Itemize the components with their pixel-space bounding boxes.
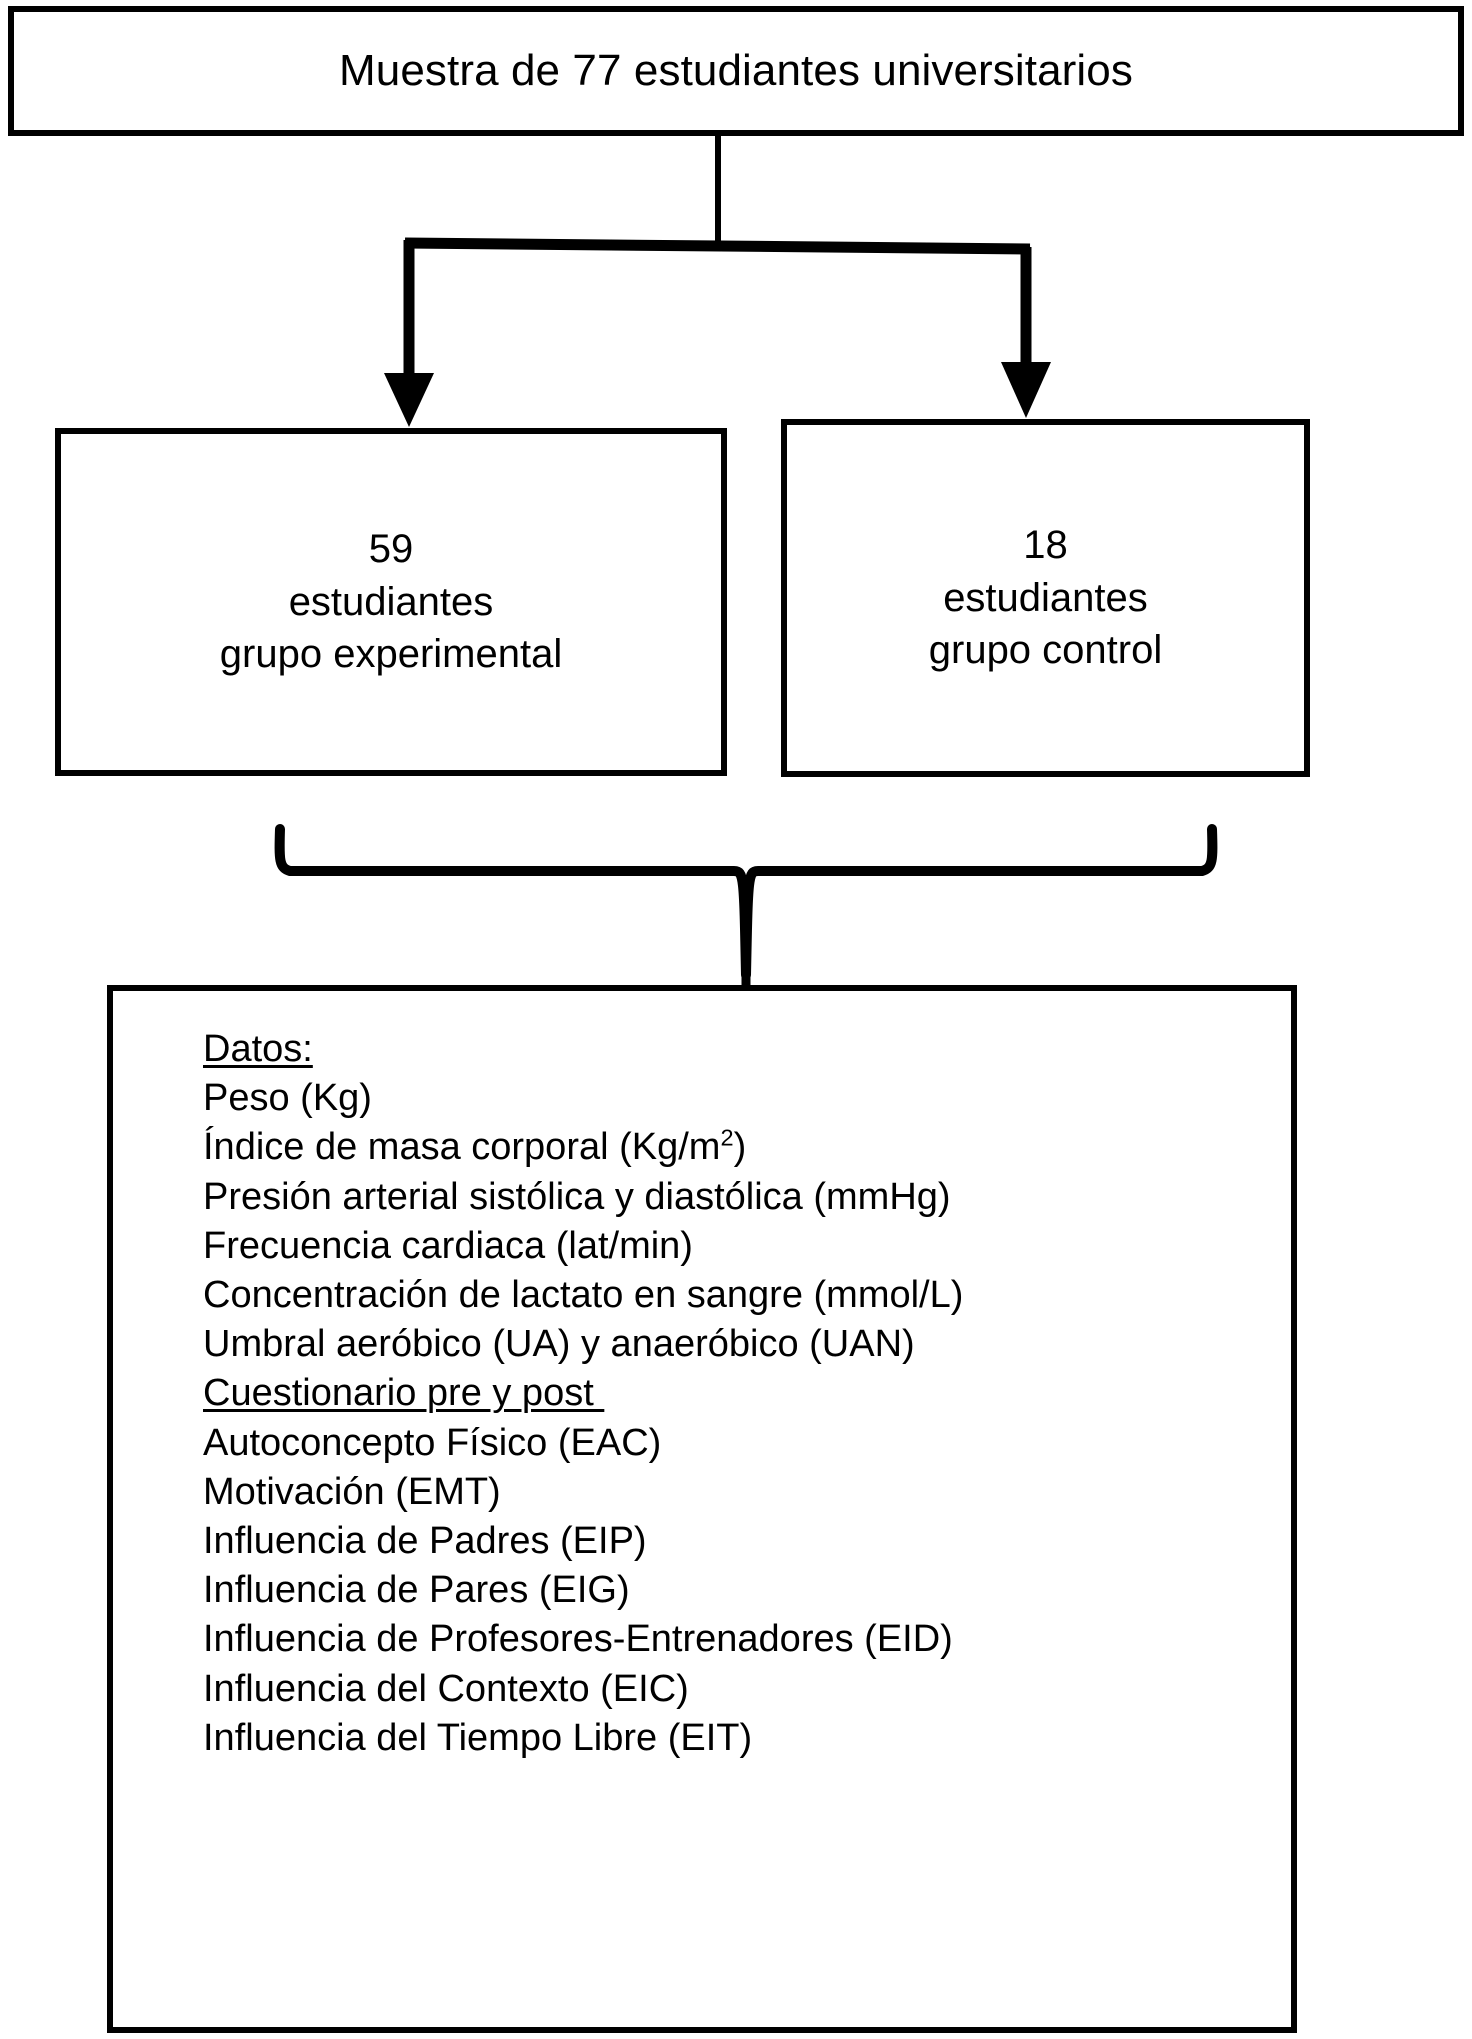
node-sample-box: Muestra de 77 estudiantes universitarios <box>8 6 1464 136</box>
data-line: Datos: <box>203 1028 313 1070</box>
connector-split-bar <box>404 237 1031 255</box>
node-control-group-label: 18 estudiantes grupo control <box>928 522 1163 673</box>
data-line: Cuestionario pre y post <box>203 1372 605 1415</box>
data-line: Autoconcepto Físico (EAC) <box>203 1421 662 1464</box>
connector-curly-brace <box>274 824 1218 980</box>
data-line: Motivación (EMT) <box>203 1470 501 1513</box>
data-line: Umbral aeróbico (UA) y anaeróbico (UAN) <box>203 1323 915 1366</box>
arrowhead-to-control <box>1001 362 1051 418</box>
data-line: Influencia de Profesores-Entrenadores (E… <box>203 1618 953 1661</box>
data-line: Frecuencia cardiaca (lat/min) <box>203 1224 693 1267</box>
node-experimental-group-box: 59 estudiantes grupo experimental <box>55 428 727 776</box>
node-data-box: Datos: Peso (Kg)Índice de masa corporal (… <box>107 985 1297 2033</box>
data-line: Índice de masa corporal (Kg/m2) <box>203 1124 747 1169</box>
data-line: Influencia de Padres (EIP) <box>203 1520 647 1563</box>
data-line: Peso (Kg) <box>203 1077 372 1120</box>
node-control-group-box: 18 estudiantes grupo control <box>781 419 1310 777</box>
node-sample-label: Muestra de 77 estudiantes universitarios <box>339 46 1133 96</box>
data-line: Presión arterial sistólica y diastólica … <box>203 1175 951 1218</box>
data-line: Influencia del Tiempo Libre (EIT) <box>203 1716 753 1759</box>
data-line: Concentración de lactato en sangre (mmol… <box>203 1274 964 1317</box>
data-line: Influencia de Pares (EIG) <box>203 1569 630 1612</box>
node-experimental-group-label: 59 estudiantes grupo experimental <box>219 526 563 677</box>
data-line: Influencia del Contexto (EIC) <box>203 1667 689 1710</box>
arrowhead-to-experimental <box>384 373 434 427</box>
data-variable-list: Datos: Peso (Kg)Índice de masa corporal (… <box>203 1025 1291 1763</box>
superscript: 2 <box>720 1124 734 1151</box>
